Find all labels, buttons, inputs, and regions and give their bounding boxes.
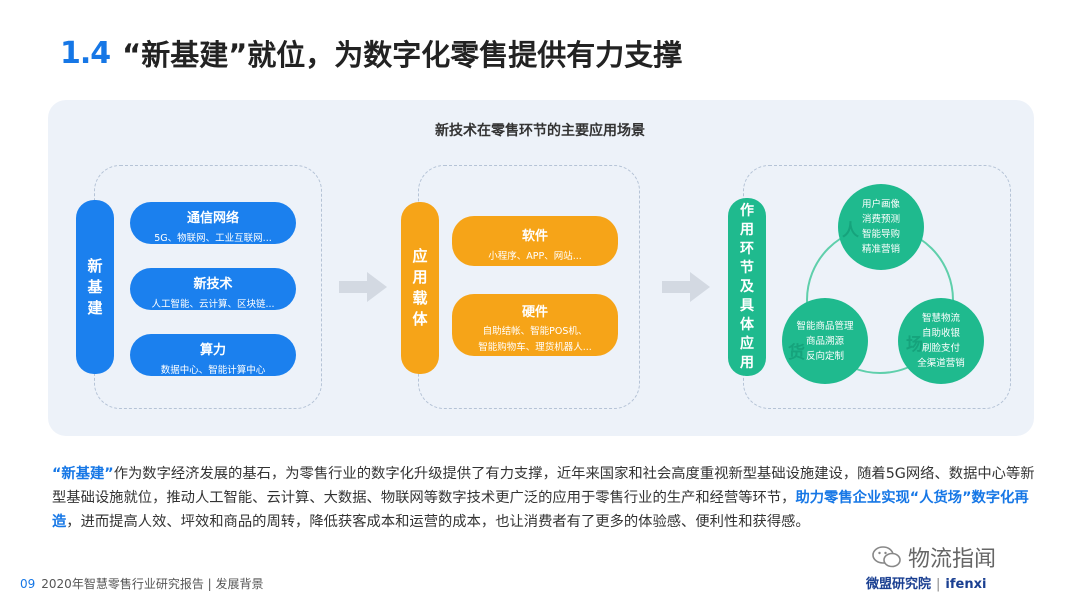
- people-item: 智能导购: [861, 229, 900, 240]
- people-item: 消费预测: [861, 214, 900, 225]
- new-infra-label: 新基建: [76, 200, 114, 374]
- diagram-title: 新技术在零售环节的主要应用场景: [435, 123, 645, 139]
- goods-item: 智能商品管理: [796, 320, 854, 332]
- carrier-item-title: 软件: [521, 229, 548, 244]
- watermark-text: 物流指闻: [908, 547, 997, 572]
- carrier-item-sub: 自助结帐、智能POS机、: [482, 326, 588, 337]
- infra-item-sub: 5G、物联网、工业互联网...: [154, 233, 272, 244]
- people-item: 用户画像: [861, 199, 900, 210]
- arrow-right-icon: [662, 272, 710, 302]
- wechat-icon: [872, 546, 901, 568]
- body-text-1: 作为数字经济发展的基石，为零售行业的数字化升级提供了有力支撑，近年来国家和社会高…: [52, 466, 1035, 506]
- new-infra-label-text: 新基建: [87, 256, 103, 317]
- infra-item-tech: 新技术 人工智能、云计算、区块链...: [130, 268, 296, 310]
- goods-letter: 货: [788, 343, 805, 363]
- watermark: 物流指闻: [872, 541, 996, 573]
- people-letter: 人: [842, 221, 859, 241]
- carrier-item-title: 硬件: [521, 305, 548, 320]
- body-text-2: ，进而提高人效、坪效和商品的周转，降低获客成本和运营的成本，也让消费者有了更多的…: [66, 514, 810, 530]
- highlight-rhc: 助力零售企业实现“人货场”数字化再造: [52, 490, 1029, 530]
- scenes-label: 作用环节及具体应用: [728, 198, 766, 376]
- infra-item-title: 算力: [199, 343, 226, 358]
- logo-sub: ifenxi: [945, 577, 987, 592]
- brand-logo: 微盟研究院 | ifenxi: [866, 573, 986, 592]
- place-item: 自助收银: [921, 328, 960, 339]
- body-paragraph: “新基建”作为数字经济发展的基石，为零售行业的数字化升级提供了有力支撑，近年来国…: [52, 462, 1042, 534]
- scenes-label-text: 作用环节及具体应用: [740, 202, 754, 371]
- goods-circle: 智能商品管理 商品溯源 反向定制: [782, 298, 868, 384]
- highlight-new-infra: “新基建”: [52, 466, 114, 482]
- title-row: 1.4 “新基建”就位，为数字化零售提供有力支撑: [60, 30, 682, 76]
- infra-item-title: 新技术: [193, 277, 233, 292]
- arrow-right-icon: [339, 272, 387, 302]
- people-item: 精准营销: [861, 244, 900, 255]
- carrier-item-sub: 小程序、APP、网站...: [488, 251, 582, 262]
- place-item: 刷脸支付: [921, 343, 960, 354]
- report-name: 2020年智慧零售行业研究报告 | 发展背景: [41, 577, 264, 591]
- carrier-label-text: 应用载体: [412, 247, 428, 328]
- infra-item-title: 通信网络: [186, 211, 239, 226]
- infra-item-sub: 人工智能、云计算、区块链...: [151, 299, 275, 310]
- logo-divider: |: [936, 577, 941, 592]
- carrier-item-software: 软件 小程序、APP、网站...: [452, 216, 618, 266]
- infra-item-compute: 算力 数据中心、智能计算中心: [130, 334, 296, 376]
- place-letter: 场: [906, 335, 923, 355]
- logo-main: 微盟研究院: [866, 577, 932, 592]
- carrier-item-hardware: 硬件 自助结帐、智能POS机、 智能购物车、理货机器人...: [452, 294, 618, 356]
- footer: 09 2020年智慧零售行业研究报告 | 发展背景: [20, 575, 264, 592]
- infra-item-network: 通信网络 5G、物联网、工业互联网...: [130, 202, 296, 244]
- infra-item-sub: 数据中心、智能计算中心: [160, 365, 266, 376]
- page-number: 09: [20, 577, 36, 591]
- place-item: 智慧物流: [921, 313, 960, 324]
- section-number: 1.4: [60, 35, 111, 71]
- carrier-label: 应用载体: [401, 202, 439, 374]
- carrier-group: [418, 165, 640, 409]
- page-title: “新基建”就位，为数字化零售提供有力支撑: [122, 38, 683, 72]
- goods-item: 反向定制: [805, 350, 844, 362]
- carrier-item-sub: 智能购物车、理货机器人...: [478, 342, 592, 353]
- place-circle: 智慧物流 自助收银 刷脸支付 全渠道营销: [898, 298, 984, 384]
- people-circle: 用户画像 消费预测 智能导购 精准营销: [838, 184, 924, 270]
- goods-item: 商品溯源: [805, 335, 844, 347]
- place-item: 全渠道营销: [917, 358, 965, 369]
